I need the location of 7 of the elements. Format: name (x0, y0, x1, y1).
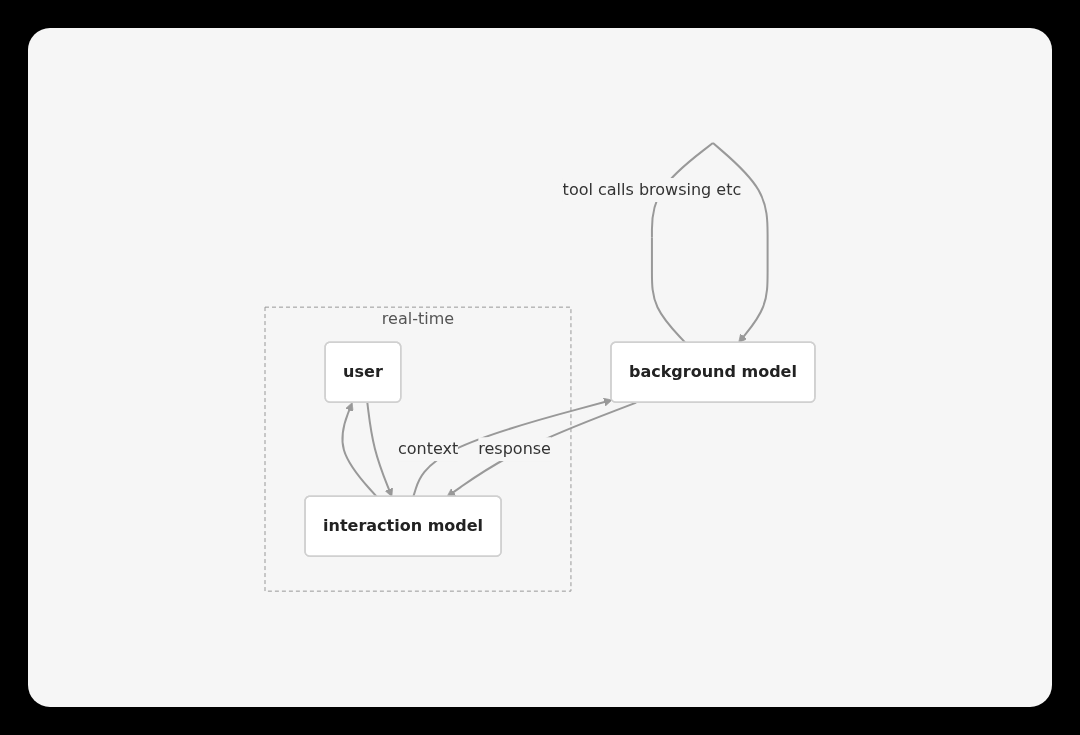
edge-label: response (478, 439, 551, 459)
arrow (341, 402, 378, 498)
arrow (446, 401, 638, 497)
edge-label: context (398, 439, 459, 459)
arrow (412, 397, 613, 498)
edge-label: tool calls browsing etc (562, 179, 742, 199)
arrow (366, 401, 393, 497)
